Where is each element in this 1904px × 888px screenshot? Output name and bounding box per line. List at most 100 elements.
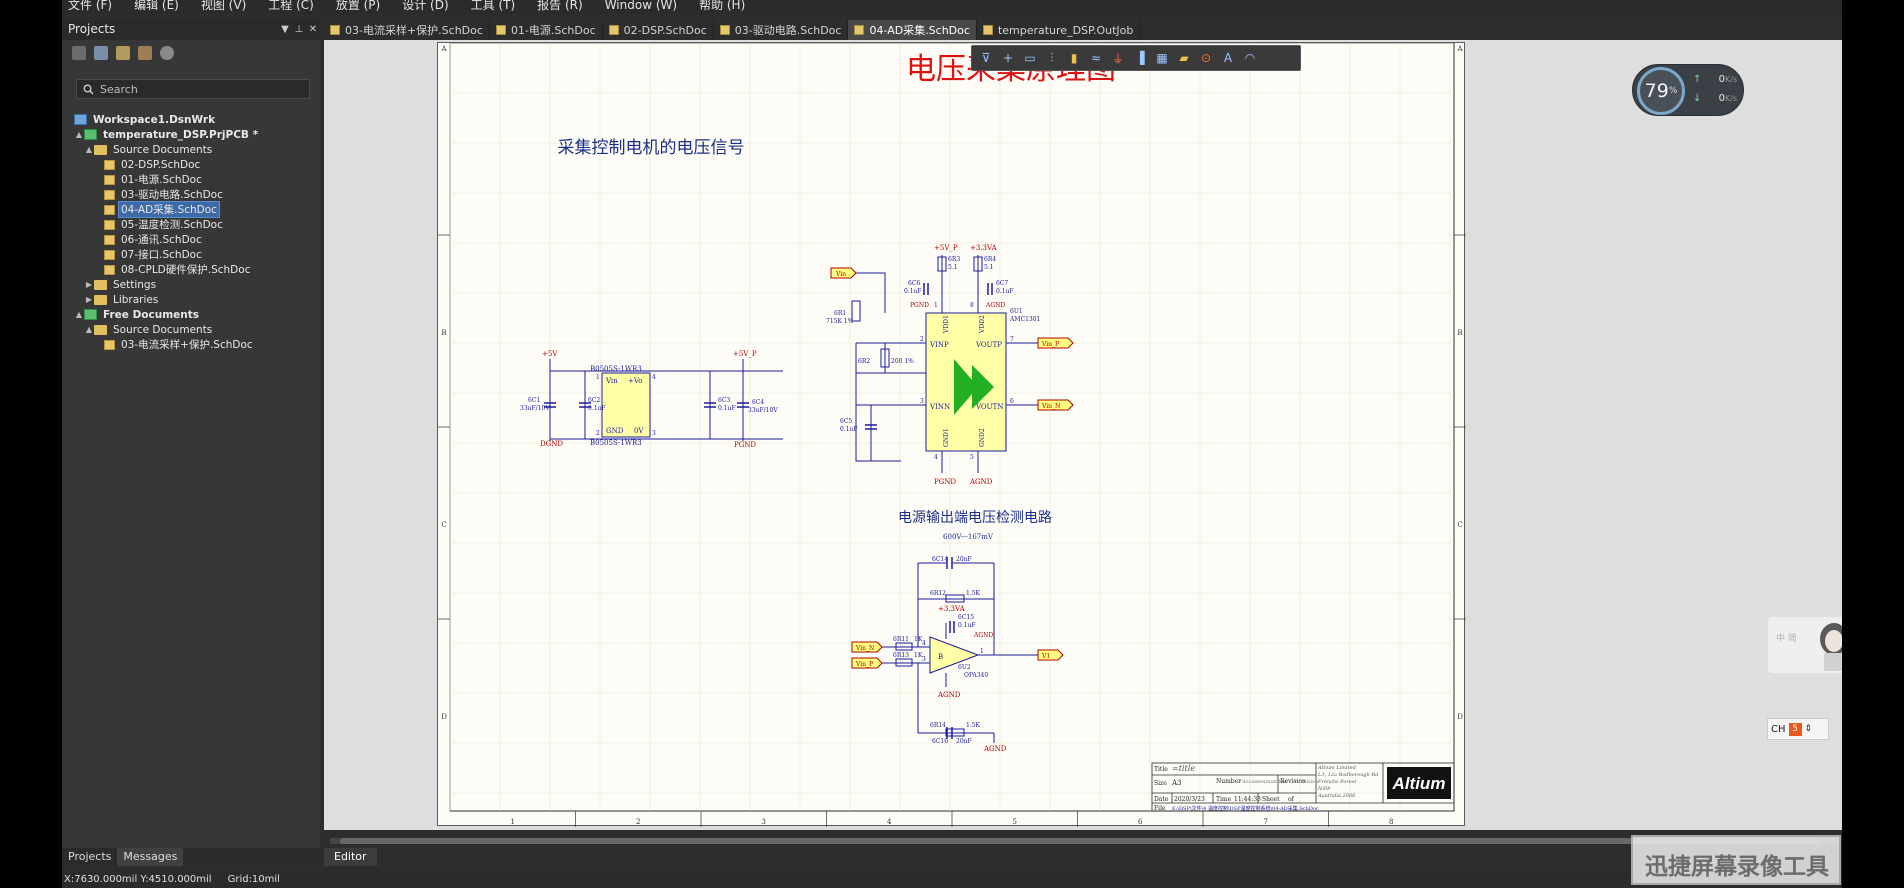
- power-gnd-icon[interactable]: ⏚: [1111, 51, 1124, 66]
- save-icon[interactable]: [72, 46, 86, 60]
- tree-item[interactable]: ▶Libraries: [62, 292, 320, 307]
- menu-item[interactable]: 报告 (R): [537, 0, 583, 12]
- tree-item-label: 03-电流采样+保护.SchDoc: [121, 339, 253, 351]
- zone-row-label: B: [441, 329, 446, 337]
- note-bottom-sub: 600V---167mV: [943, 533, 994, 541]
- panel-menu-icon[interactable]: ▼: [281, 23, 289, 35]
- tab-messages[interactable]: Messages: [117, 848, 184, 866]
- tab-editor[interactable]: Editor: [324, 848, 377, 866]
- tree-item[interactable]: 01-电源.SchDoc: [62, 172, 320, 187]
- tree-item[interactable]: Workspace1.DsnWrk: [62, 112, 320, 127]
- iso-pin8: 8: [970, 302, 974, 309]
- part-icon[interactable]: ▮: [1070, 51, 1078, 65]
- zone-row-label: D: [1457, 713, 1463, 721]
- harness-icon[interactable]: ▦: [1156, 51, 1168, 65]
- menu-item[interactable]: 放置 (P): [335, 0, 381, 12]
- menu-item[interactable]: 视图 (V): [200, 0, 247, 12]
- tree-item[interactable]: ▲Source Documents: [62, 142, 320, 157]
- port-vinp-iso[interactable]: Vin_P: [1037, 337, 1074, 349]
- port-vinn-opa[interactable]: Vin_N: [851, 641, 883, 653]
- document-tab[interactable]: 04-AD采集.SchDoc: [848, 20, 977, 40]
- doc-icon: [104, 189, 115, 200]
- expand-toggle-icon[interactable]: ▲: [85, 325, 93, 334]
- search-input[interactable]: [100, 82, 300, 96]
- expand-toggle-icon[interactable]: ▶: [85, 295, 93, 304]
- expand-toggle-icon[interactable]: ▲: [75, 130, 83, 139]
- align-icon[interactable]: ⫶: [1050, 50, 1054, 65]
- wire-icon[interactable]: ≈: [1090, 51, 1102, 65]
- tree-item[interactable]: 08-CPLD硬件保护.SchDoc: [62, 262, 320, 277]
- menu-item[interactable]: 编辑 (E): [134, 0, 179, 12]
- text-icon[interactable]: A: [1223, 51, 1233, 65]
- directive-icon[interactable]: ⊙: [1200, 51, 1212, 65]
- r12-ref: 6R12: [930, 590, 946, 597]
- cross-icon[interactable]: +: [1002, 51, 1014, 65]
- expand-toggle-icon[interactable]: ▲: [75, 310, 83, 319]
- tree-item[interactable]: ▲Source Documents: [62, 322, 320, 337]
- gear-icon[interactable]: [160, 46, 174, 60]
- dcdc-module[interactable]: [601, 372, 651, 438]
- menu-item[interactable]: 设计 (D): [402, 0, 449, 12]
- menu-item[interactable]: 工具 (T): [470, 0, 516, 12]
- tb-size-label: Size: [1154, 780, 1167, 787]
- menu-item[interactable]: 工程 (C): [268, 0, 314, 12]
- active-bar: ⊽ + ▭ ⫶ ▮ ≈ ⏚ ▐ ▦ ▰ ⊙ A ◠: [971, 45, 1301, 71]
- pin-icon[interactable]: ⊥: [294, 23, 304, 35]
- search-box[interactable]: [76, 79, 310, 99]
- tab-projects[interactable]: Projects: [68, 850, 112, 863]
- document-tab[interactable]: 03-驱动电路.SchDoc: [714, 20, 849, 40]
- horizontal-scrollbar[interactable]: [330, 836, 1840, 846]
- c6-value: 0.1uF: [904, 288, 922, 295]
- port-vin[interactable]: Vin: [830, 267, 857, 279]
- zone-col-label: 1: [511, 818, 515, 826]
- tree-item[interactable]: 04-AD采集.SchDoc: [62, 201, 320, 218]
- menu-item[interactable]: Window (W): [604, 0, 678, 12]
- tree-item[interactable]: 07-接口.SchDoc: [62, 247, 320, 262]
- tree-item[interactable]: 03-驱动电路.SchDoc: [62, 187, 320, 202]
- close-folder-icon[interactable]: [138, 46, 152, 60]
- tree-item[interactable]: 06-通讯.SchDoc: [62, 232, 320, 247]
- document-tab[interactable]: 03-电流采样+保护.SchDoc: [324, 20, 490, 40]
- tree-item-label: 04-AD采集.SchDoc: [118, 201, 220, 218]
- expand-toggle-icon[interactable]: ▶: [85, 280, 93, 289]
- zone-row-label: B: [1457, 329, 1462, 337]
- port-v1[interactable]: V1: [1037, 649, 1064, 661]
- r3-ref: 6R3: [948, 256, 960, 263]
- res-6r2: [880, 348, 890, 368]
- port-vinp-opa[interactable]: Vin_P: [851, 657, 883, 669]
- ime-arrows-icon[interactable]: ⇕: [1804, 724, 1813, 734]
- expand-toggle-icon[interactable]: ▲: [85, 145, 93, 154]
- document-tab[interactable]: 01-电源.SchDoc: [490, 20, 603, 40]
- tb-file-value: E:\DSP\文件\4 温度控制\DSP温度控制系统\04-AD采集.SchDo…: [1172, 805, 1319, 812]
- opa340-amp[interactable]: [929, 636, 980, 674]
- document-tab[interactable]: 02-DSP.SchDoc: [603, 20, 714, 40]
- document-icon: [719, 25, 730, 35]
- tree-item[interactable]: ▶Settings: [62, 277, 320, 292]
- close-icon[interactable]: ✕: [308, 23, 318, 35]
- port-vinn-iso[interactable]: Vin_N: [1037, 399, 1074, 411]
- arc-icon[interactable]: ◠: [1244, 51, 1256, 65]
- open-folder-icon[interactable]: [116, 46, 130, 60]
- tree-item[interactable]: 03-电流采样+保护.SchDoc: [62, 337, 320, 352]
- sticker-text: 中 简: [1776, 634, 1797, 644]
- tree-item[interactable]: 02-DSP.SchDoc: [62, 157, 320, 172]
- tree-item-label: Free Documents: [103, 308, 200, 321]
- menu-item[interactable]: 帮助 (H): [699, 0, 746, 12]
- tree-item[interactable]: ▲temperature_DSP.PrjPCB *: [62, 127, 320, 142]
- port-icon[interactable]: ▰: [1179, 51, 1189, 65]
- bus-icon[interactable]: ▐: [1135, 51, 1145, 65]
- tree-item[interactable]: 05-温度检测.SchDoc: [62, 217, 320, 232]
- c7-value: 0.1uF: [996, 288, 1014, 295]
- memory-percent: 79: [1644, 80, 1669, 102]
- select-rect-icon[interactable]: ▭: [1024, 51, 1036, 65]
- performance-widget[interactable]: 79 % ↑ 0K/s ↓ 0K/s: [1632, 64, 1744, 116]
- menu-item[interactable]: 文件 (F): [68, 0, 113, 12]
- document-tab[interactable]: temperature_DSP.OutJob: [977, 20, 1141, 40]
- filter-icon[interactable]: ⊽: [981, 51, 991, 65]
- copy-icon[interactable]: [94, 46, 108, 60]
- res-6r14: [945, 728, 965, 737]
- doc-icon: [104, 264, 115, 275]
- ime-indicator[interactable]: CH 5 ⇕: [1767, 718, 1829, 740]
- tree-item[interactable]: ▲ Free Documents: [62, 307, 320, 322]
